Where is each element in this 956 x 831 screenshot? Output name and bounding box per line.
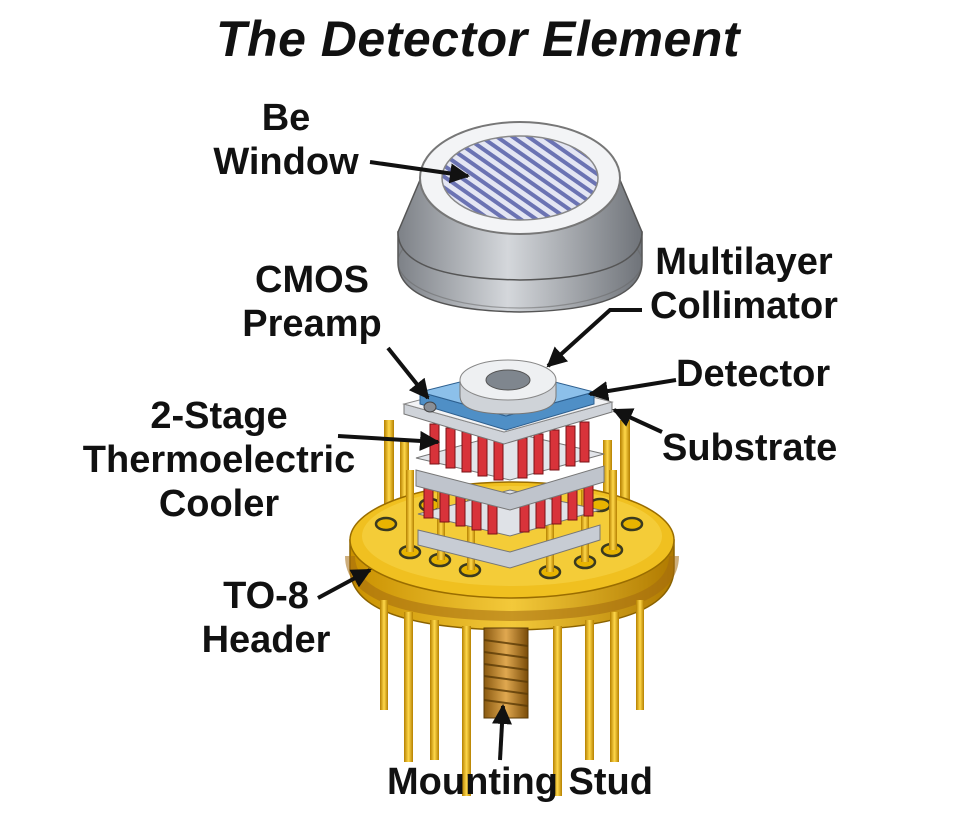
label-mounting-stud: Mounting Stud	[387, 761, 653, 803]
label-substrate: Substrate	[662, 427, 838, 469]
diagram-title: The Detector Element	[215, 11, 740, 67]
detector-substrate-assembly	[402, 359, 614, 445]
label-to8-header: TO-8 Header	[201, 575, 331, 661]
thermoelectric-cooler-stack	[415, 421, 605, 569]
label-thermoelectric-cooler: 2-Stage Thermoelectric Cooler	[82, 395, 356, 525]
arrow-cmos-preamp	[386, 346, 430, 400]
arrow-cooler	[337, 430, 440, 451]
leader-arrows	[317, 160, 677, 761]
arrow-mounting-stud	[492, 704, 512, 761]
arrow-substrate	[612, 408, 663, 434]
be-window-cap	[397, 121, 643, 313]
arrow-to8-header	[317, 568, 372, 600]
label-detector: Detector	[676, 353, 831, 395]
arrow-be-window	[369, 160, 470, 184]
label-multilayer-collimator: Multilayer Collimator	[650, 241, 838, 327]
mounting-stud	[483, 627, 529, 719]
beryllium-window	[441, 135, 599, 221]
label-be-window: Be Window	[213, 97, 359, 183]
arrow-detector	[588, 378, 677, 401]
label-cmos-preamp: CMOS Preamp	[242, 259, 382, 345]
arrow-collimator	[546, 308, 642, 368]
header-pins	[380, 600, 644, 796]
